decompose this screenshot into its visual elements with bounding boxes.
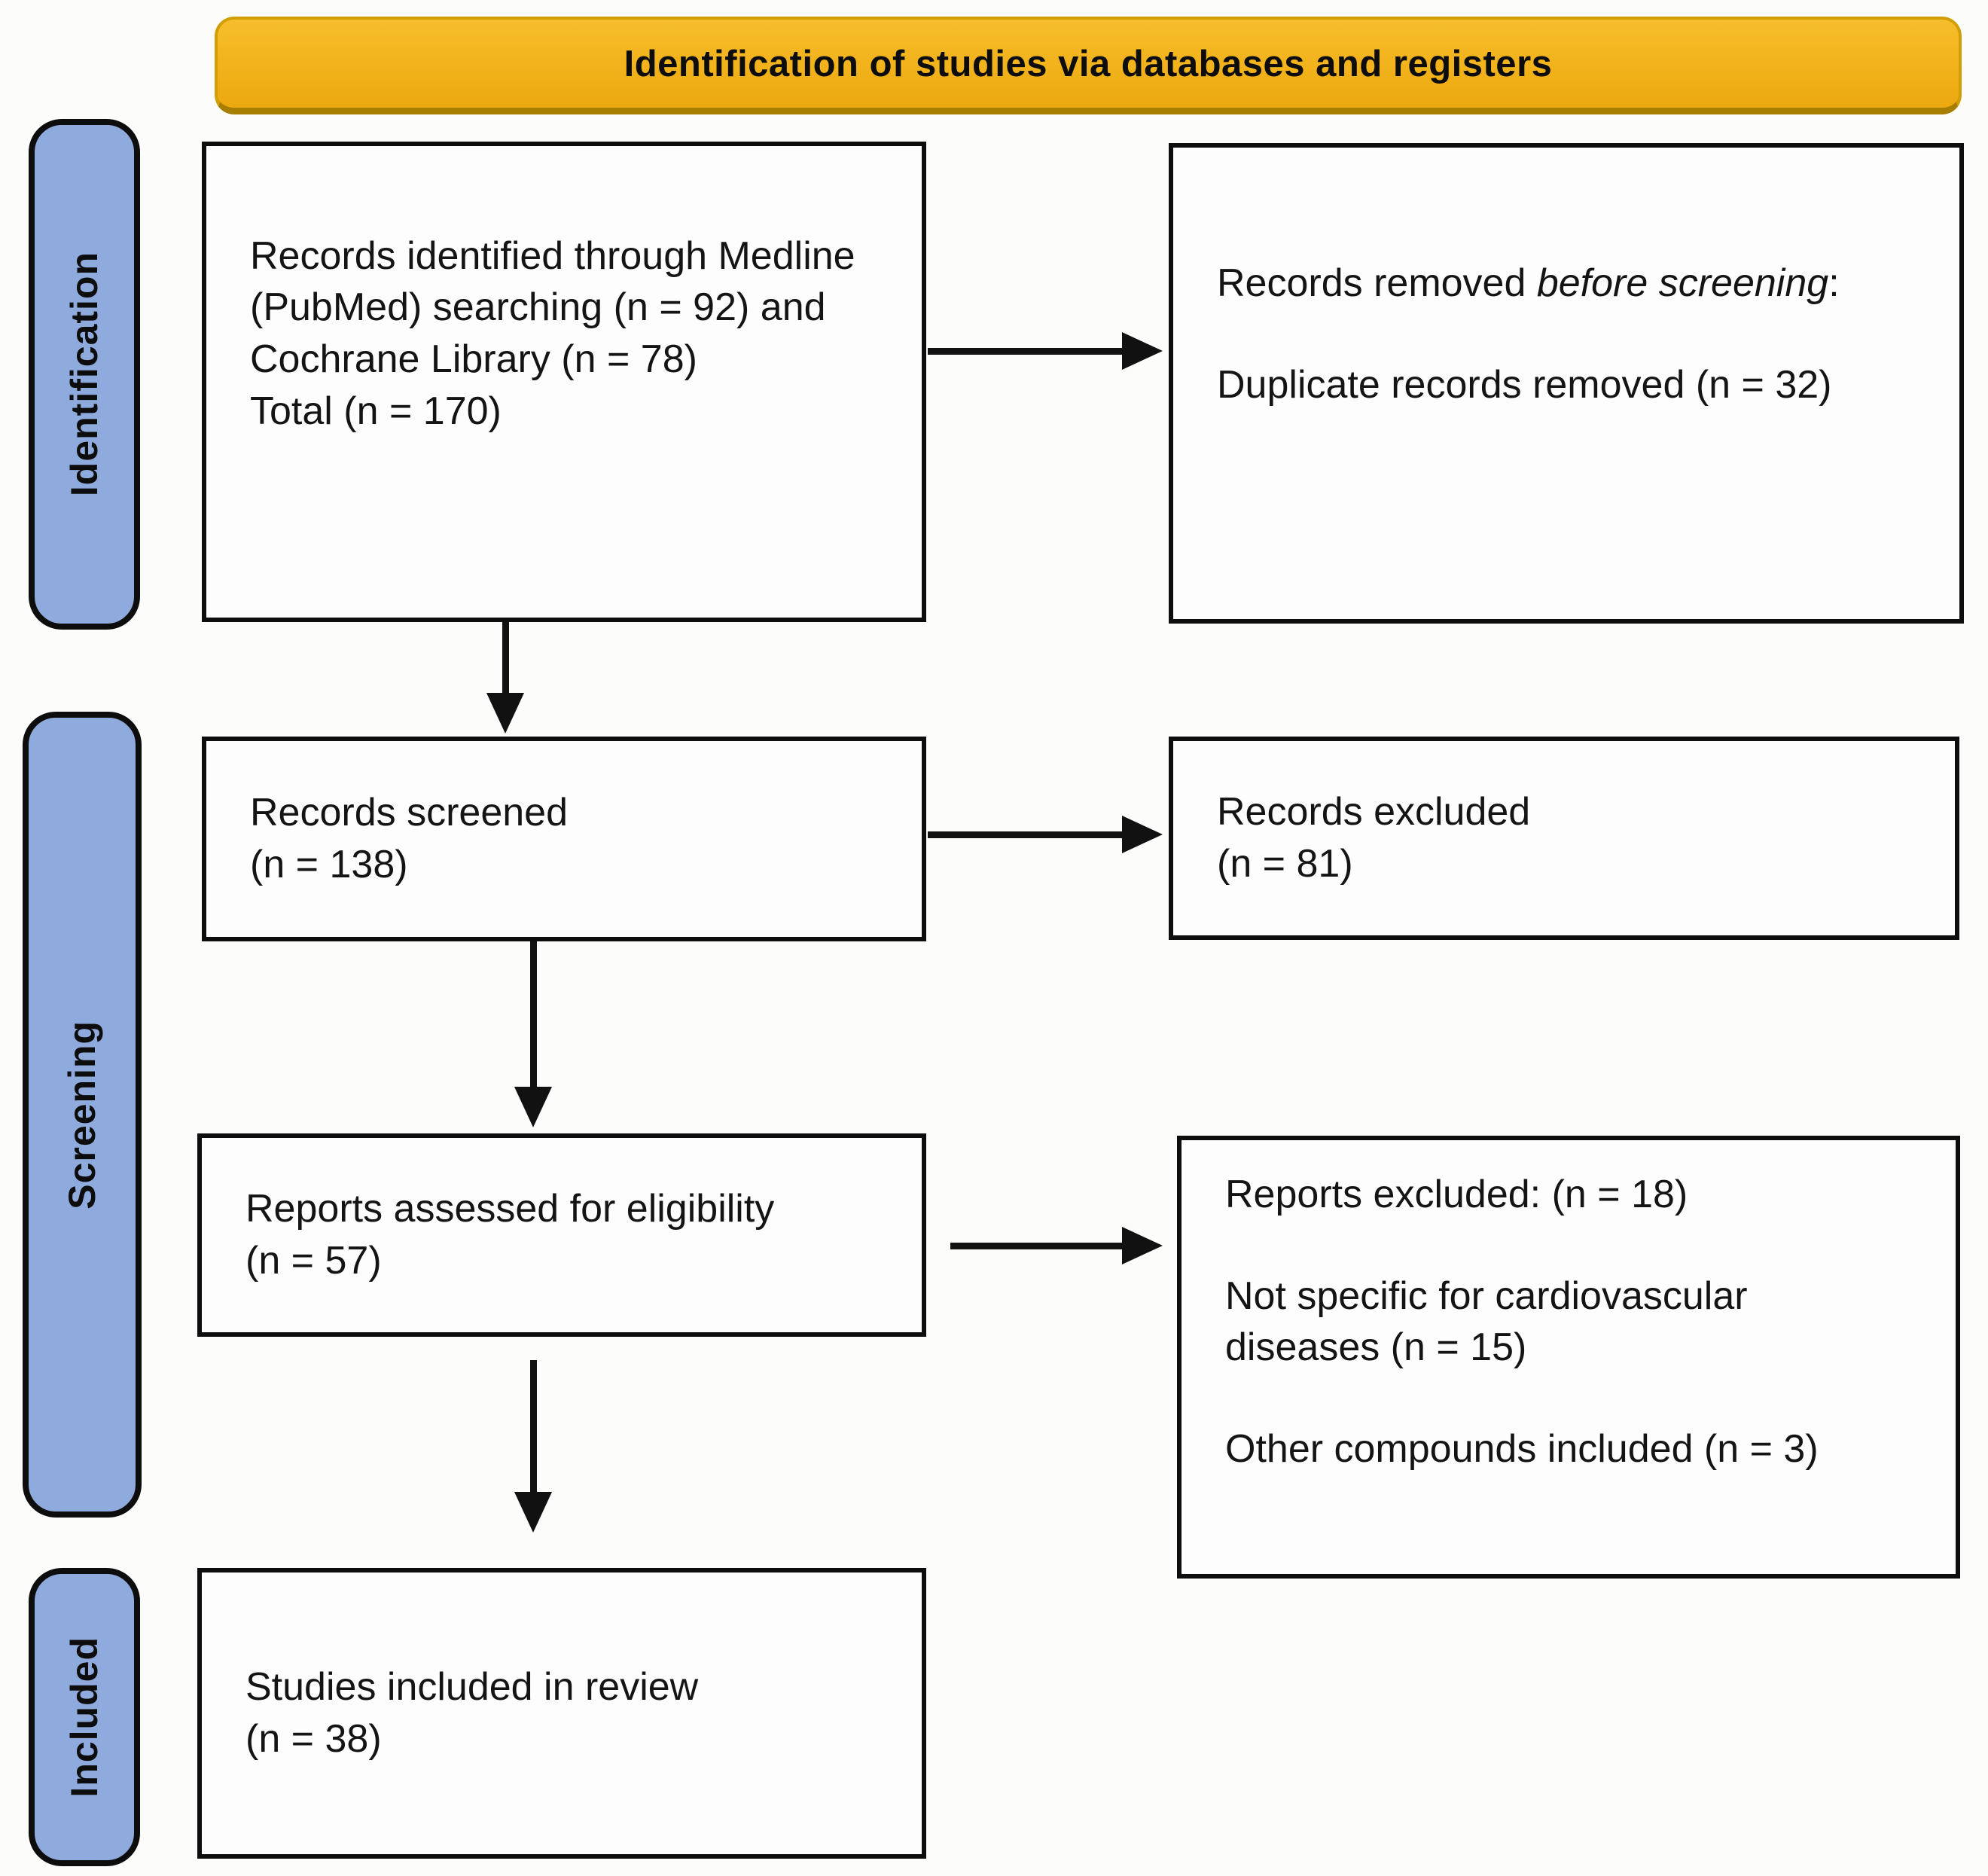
- arrow-down-stem: [530, 1360, 537, 1494]
- box-records-excluded: Records excluded (n = 81): [1169, 737, 1959, 940]
- box-records-identified: Records identified through Medline (PubM…: [202, 142, 926, 622]
- stage-label-identification: Identification: [29, 119, 140, 630]
- arrow-right-icon: [1122, 332, 1163, 370]
- box-text-line: Records removed before screening:: [1217, 258, 1916, 310]
- box-text-segment: Records removed: [1217, 261, 1537, 306]
- box-text-line: Duplicate records removed (n = 32): [1217, 363, 1832, 407]
- arrow-down-stem: [530, 941, 537, 1089]
- box-reports-excluded: Reports excluded: (n = 18) Not specific …: [1177, 1136, 1960, 1579]
- arrow-down-icon: [486, 693, 524, 734]
- box-text-line: (n = 81): [1217, 842, 1353, 886]
- stage-label-text: Identification: [63, 252, 105, 497]
- arrow-right-stem: [950, 1243, 1125, 1249]
- box-text-line: Not specific for cardiovascular diseases…: [1225, 1274, 1748, 1370]
- box-text-line: Reports assessed for eligibility: [245, 1187, 775, 1231]
- box-records-screened: Records screened (n = 138): [202, 737, 926, 941]
- box-reports-assessed: Reports assessed for eligibility (n = 57…: [197, 1133, 926, 1337]
- stage-label-text: Included: [63, 1637, 105, 1798]
- box-text-line: (n = 38): [245, 1717, 382, 1761]
- arrow-right-icon: [1122, 816, 1163, 853]
- box-text-line: (n = 138): [250, 843, 408, 886]
- box-text-segment: :: [1828, 261, 1840, 306]
- arrow-down-icon: [514, 1492, 552, 1533]
- arrow-down-stem: [502, 622, 509, 696]
- stage-label-screening: Screening: [23, 712, 142, 1518]
- arrow-down-icon: [514, 1087, 552, 1127]
- arrow-right-stem: [928, 348, 1125, 355]
- box-text-line: Other compounds included (n = 3): [1225, 1426, 1819, 1471]
- box-text-line: Total (n = 170): [250, 389, 502, 433]
- banner-title: Identification of studies via databases …: [624, 43, 1553, 84]
- box-text-line: Reports excluded: (n = 18): [1225, 1173, 1688, 1216]
- box-text-line: Records screened: [250, 791, 568, 835]
- box-text-italic: before screening: [1536, 261, 1829, 306]
- stage-label-included: Included: [29, 1568, 140, 1866]
- box-text-line: Records identified through Medline (PubM…: [250, 233, 855, 381]
- box-text-line: Studies included in review: [245, 1665, 699, 1710]
- arrow-right-icon: [1122, 1227, 1163, 1264]
- banner-identification-of-studies: Identification of studies via databases …: [215, 17, 1962, 114]
- box-studies-included: Studies included in review (n = 38): [197, 1568, 926, 1859]
- box-text-line: (n = 57): [245, 1239, 382, 1283]
- arrow-right-stem: [928, 831, 1125, 838]
- box-text-line: Records excluded: [1217, 790, 1531, 834]
- stage-label-text: Screening: [61, 1020, 103, 1209]
- box-records-removed-before-screening: Records removed before screening: Duplic…: [1169, 143, 1964, 624]
